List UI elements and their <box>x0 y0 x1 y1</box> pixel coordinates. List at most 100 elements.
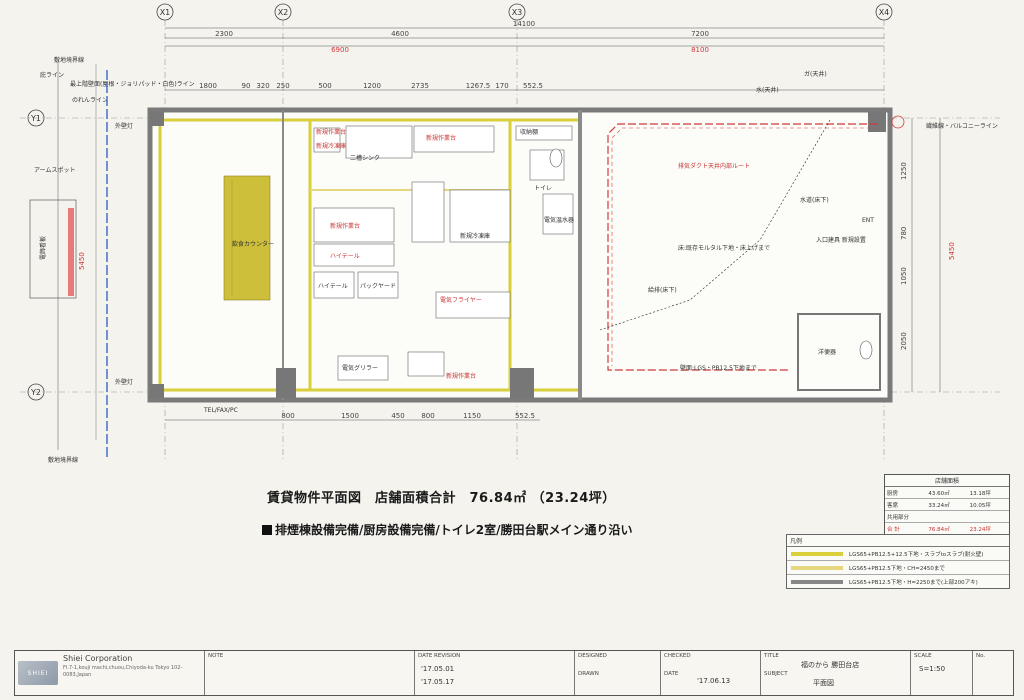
svg-text:排気ダクト天井内部ルート: 排気ダクト天井内部ルート <box>678 162 750 170</box>
svg-text:90: 90 <box>242 82 251 90</box>
area-table: 店舗面積 厨房 43.60㎡ 13.18坪 客席 33.24㎡ 10.05坪 共… <box>884 474 1010 535</box>
dim-top-total: 14100 <box>513 20 535 28</box>
dim-left-red: 5450 <box>78 252 86 270</box>
svg-text:壁面:LGS・PB12.5下地まで: 壁面:LGS・PB12.5下地まで <box>680 364 757 372</box>
checked-cell: CHECKED DATE '17.06.13 <box>661 651 761 695</box>
svg-text:320: 320 <box>256 82 269 90</box>
svg-text:5450: 5450 <box>948 242 956 260</box>
kitchen-labels: 新規作業台 新規冷凍庫 二槽シンク 新規作業台 新規作業台 ハイテール ハイテー… <box>316 128 574 380</box>
scale-cell: SCALE S=1:50 <box>911 651 973 695</box>
svg-text:2735: 2735 <box>411 82 429 90</box>
grid-label-y1: Y1 <box>30 114 41 123</box>
legend-header: 凡例 <box>787 535 1009 547</box>
svg-text:ハイテール: ハイテール <box>318 283 348 290</box>
svg-text:250: 250 <box>276 82 289 90</box>
svg-text:外壁灯: 外壁灯 <box>115 378 133 386</box>
svg-text:170: 170 <box>495 82 508 90</box>
svg-text:1200: 1200 <box>363 82 381 90</box>
svg-text:電気フライヤー: 電気フライヤー <box>440 296 482 304</box>
svg-text:新規作業台: 新規作業台 <box>330 222 360 230</box>
plan-subtitle-text: 排煙棟設備完備/厨房設備完備/トイレ2室/勝田台駅メイン通り沿い <box>275 523 633 537</box>
title-cell: TITLE 福のから 勝田台店 SUBJECT 平面図 <box>761 651 911 695</box>
svg-text:1150: 1150 <box>463 412 481 420</box>
grid-label-x3: X3 <box>512 8 523 17</box>
svg-text:外壁灯: 外壁灯 <box>115 122 133 130</box>
svg-text:洋便器: 洋便器 <box>818 348 836 356</box>
svg-text:収納棚: 収納棚 <box>520 128 538 136</box>
exhaust-duct-route-inner <box>611 127 878 366</box>
svg-text:床:既存モルタル下地・床上げまで: 床:既存モルタル下地・床上げまで <box>678 244 770 252</box>
company-cell: SHIEI Shiei Corporation Fl.7-1,kouji mac… <box>15 651 205 695</box>
toilet-fixtures <box>549 148 873 360</box>
legend-swatch <box>791 579 843 584</box>
duct-outlet-marker <box>891 115 905 129</box>
service-counter: 飲食カウンター <box>223 175 274 301</box>
svg-text:450: 450 <box>391 412 404 420</box>
title-block: SHIEI Shiei Corporation Fl.7-1,kouji mac… <box>14 650 1014 696</box>
dim-top-3: 7200 <box>691 30 709 38</box>
table-row: 厨房 43.60㎡ 13.18坪 <box>885 487 1009 499</box>
svg-text:入口建具 新規設置: 入口建具 新規設置 <box>816 236 866 244</box>
svg-text:トイレ: トイレ <box>534 185 552 192</box>
svg-text:800: 800 <box>281 412 294 420</box>
svg-text:500: 500 <box>318 82 331 90</box>
grid-label-x2: X2 <box>278 8 289 17</box>
svg-text:給排(床下): 給排(床下) <box>648 286 677 294</box>
dim-top-2: 4600 <box>391 30 409 38</box>
sign-board: 電飾看板 <box>29 199 77 299</box>
bullet-square-icon <box>262 525 272 535</box>
svg-text:新規冷凍庫: 新規冷凍庫 <box>460 232 490 240</box>
svg-text:新規作業台: 新規作業台 <box>426 134 456 142</box>
dim-top-1: 2300 <box>215 30 233 38</box>
svg-text:のれんライン: のれんライン <box>72 97 108 104</box>
company-name: Shiei Corporation <box>63 654 133 663</box>
svg-text:新規冷凍庫: 新規冷凍庫 <box>316 142 346 150</box>
water-pipe-route <box>599 119 831 331</box>
legend-item: LGS65+PB12.5下地・H=2250まで(上部200アキ) <box>787 575 1009 588</box>
svg-text:水道(床下): 水道(床下) <box>800 196 829 204</box>
designed-cell: DESIGNED DRAWN <box>575 651 661 695</box>
company-address: Fl.7-1,kouji machi,chuou,Chiyoda-ku Toky… <box>63 665 183 678</box>
legend: 凡例 LGS65+PB12.5+12.5下地・スラブtoスラブ(耐火壁) LGS… <box>786 534 1010 589</box>
table-row: 共用部分 <box>885 511 1009 523</box>
svg-text:ENT: ENT <box>862 217 874 224</box>
table-row: 客席 33.24㎡ 10.05坪 <box>885 499 1009 511</box>
legend-swatch <box>791 565 843 570</box>
plan-title: 賃貸物件平面図 店舗面積合計 76.84㎡ （23.24坪） <box>267 491 616 506</box>
grid-label-x4: X4 <box>879 8 890 17</box>
legend-item: LGS65+PB12.5下地・CH=2450まで <box>787 561 1009 575</box>
svg-text:二槽シンク: 二槽シンク <box>350 154 380 162</box>
kitchen-fixtures <box>313 125 574 381</box>
svg-text:水(天井): 水(天井) <box>756 86 779 94</box>
floor-plan-drawing: X1 X2 X3 X4 Y1 Y2 2300 4600 7200 14100 6… <box>20 3 1000 464</box>
svg-text:パックヤード: パックヤード <box>360 283 396 290</box>
right-dimension-lines: 1250 780 1050 2050 5450 <box>900 118 956 392</box>
legend-item: LGS65+PB12.5+12.5下地・スラブtoスラブ(耐火壁) <box>787 547 1009 561</box>
table-row: 合 計 76.84㎡ 23.24坪 <box>887 526 991 533</box>
svg-text:新規作業台: 新規作業台 <box>316 128 346 136</box>
svg-text:敷地境界線: 敷地境界線 <box>54 56 84 64</box>
svg-text:780: 780 <box>900 227 908 240</box>
svg-text:1267.5: 1267.5 <box>466 82 491 90</box>
grid-label-x1: X1 <box>160 8 171 17</box>
tenant-labels: 水(天井) ガ(天井) 排気ダクト天井内部ルート 水道(床下) 入口建具 新規設… <box>648 70 998 372</box>
svg-text:ハイテール: ハイテール <box>330 253 360 260</box>
svg-text:552.5: 552.5 <box>515 412 535 420</box>
area-table-header: 店舗面積 <box>885 475 1009 487</box>
tel-label: TEL/FAX/PC <box>203 407 238 414</box>
dim-top-red-1: 6900 <box>331 46 349 54</box>
svg-text:電気温水器: 電気温水器 <box>544 216 574 224</box>
left-annotations: 敷地境界線 庇ライン 最上階壁面(屋根・ジョリパッド・白色)ライン のれんライン… <box>34 56 195 464</box>
legend-swatch <box>791 551 843 556</box>
number-cell: No. <box>976 653 986 659</box>
svg-text:1800: 1800 <box>199 82 217 90</box>
sign-label: 電飾看板 <box>39 236 47 260</box>
svg-text:繊維線・バルコニーライン: 繊維線・バルコニーライン <box>926 122 998 130</box>
svg-text:敷地境界線: 敷地境界線 <box>48 456 78 464</box>
svg-text:1500: 1500 <box>341 412 359 420</box>
svg-text:最上階壁面(屋根・ジョリパッド・白色)ライン: 最上階壁面(屋根・ジョリパッド・白色)ライン <box>70 80 195 88</box>
dim-top-row2: 1800 90 320 250 500 1200 2735 1267.5 170… <box>199 82 543 90</box>
dim-top-red-2: 8100 <box>691 46 709 54</box>
svg-text:ガ(天井): ガ(天井) <box>804 70 827 78</box>
bottom-dimension-lines: 800 1500 450 800 1150 552.5 TEL/FAX/PC <box>165 407 540 421</box>
